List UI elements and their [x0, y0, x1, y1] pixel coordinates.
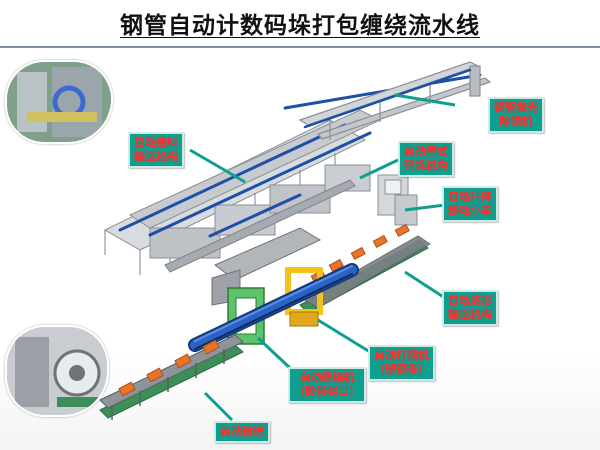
callout-line: 自动打捆机	[374, 349, 429, 362]
callout-line: 钢管抛光	[494, 101, 538, 114]
callout-line: 输送机构	[448, 308, 492, 321]
inset-photo-bottom	[5, 325, 109, 417]
callout-auto-conveying: 自动输送	[214, 421, 270, 443]
callout-line: 自动升降	[448, 190, 492, 203]
lift-cart	[377, 174, 418, 226]
callout-line: 自动接料	[134, 136, 178, 149]
callout-line: 自动缠绕机	[299, 371, 355, 384]
output-conveyor	[99, 334, 244, 420]
callout-stacking-mechanism: 自动壁式 码垛机构	[398, 141, 454, 177]
inset-photo-top	[5, 60, 113, 144]
polishing-rail	[298, 61, 492, 140]
upper-frame-structure	[103, 109, 382, 275]
callout-line: （塑钢带）	[374, 363, 429, 376]
callout-line: 码垛机构	[404, 159, 448, 172]
callout-line: 输送机构	[134, 150, 178, 163]
callout-line: 除锈机	[499, 115, 533, 128]
pipe-bundle	[188, 263, 359, 352]
leader-lines	[189, 93, 456, 422]
callout-line: （胶带封口）	[294, 385, 360, 398]
callout-forming-conveyor: 自动成形 输送机构	[442, 290, 498, 326]
callout-line: 移动小车	[448, 204, 492, 217]
callout-wrapping-machine: 自动缠绕机 （胶带封口）	[288, 367, 366, 403]
title-divider	[0, 46, 600, 48]
page-title: 钢管自动计数码垛打包缠绕流水线	[120, 13, 480, 39]
callout-line: 自动成形	[448, 294, 492, 307]
callout-polishing-machine: 钢管抛光 除锈机	[488, 97, 544, 133]
callout-line: 自动输送	[220, 425, 264, 438]
callout-line: 自动壁式	[404, 145, 448, 158]
callout-lift-cart: 自动升降 移动小车	[442, 186, 498, 222]
callout-feed-conveyor: 自动接料 输送机构	[128, 132, 184, 168]
callout-strapping-machine: 自动打捆机 （塑钢带）	[368, 345, 435, 381]
